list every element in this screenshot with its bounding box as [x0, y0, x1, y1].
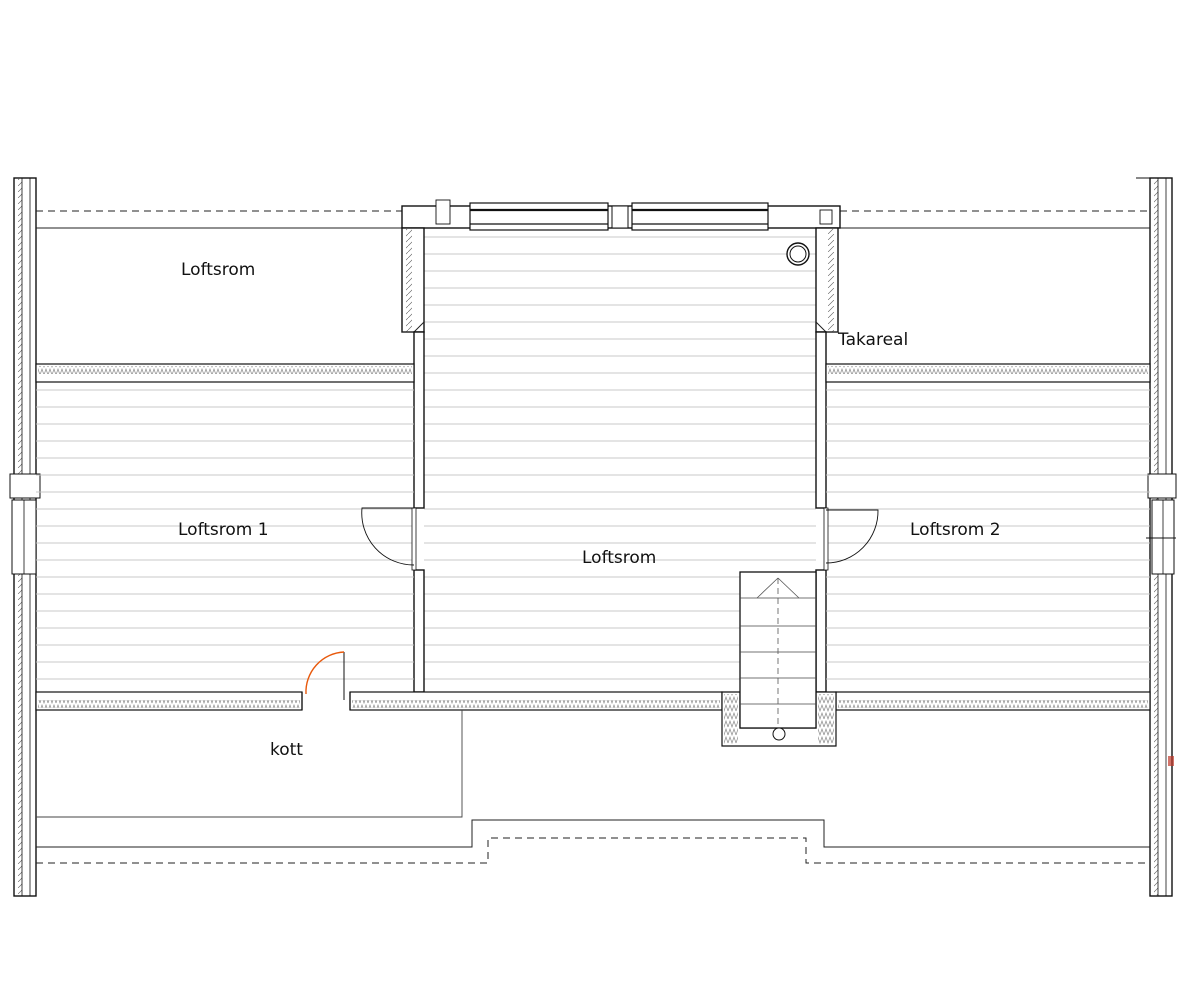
label-loftsrom-1: Loftsrom 1: [178, 520, 269, 540]
label-loftsrom-center: Loftsrom: [582, 548, 656, 568]
stair-icon: [721, 571, 837, 747]
loftsrom-2-room: [825, 363, 1151, 711]
label-takareal: Takareal: [837, 330, 908, 350]
label-loftsrom-top-left: Loftsrom: [181, 260, 255, 280]
left-outer-wall: [9, 177, 41, 897]
loftsrom-1-room: [35, 363, 415, 711]
circle-icon: [786, 242, 810, 266]
door-swing-icon: [301, 507, 879, 710]
roof-edge-top: [36, 210, 1150, 229]
label-kott: kott: [270, 740, 303, 760]
label-loftsrom-2: Loftsrom 2: [910, 520, 1001, 540]
roof-edge-bottom: [36, 819, 1150, 864]
central-bottom-wall: [349, 691, 723, 711]
kott-room: [36, 710, 463, 818]
